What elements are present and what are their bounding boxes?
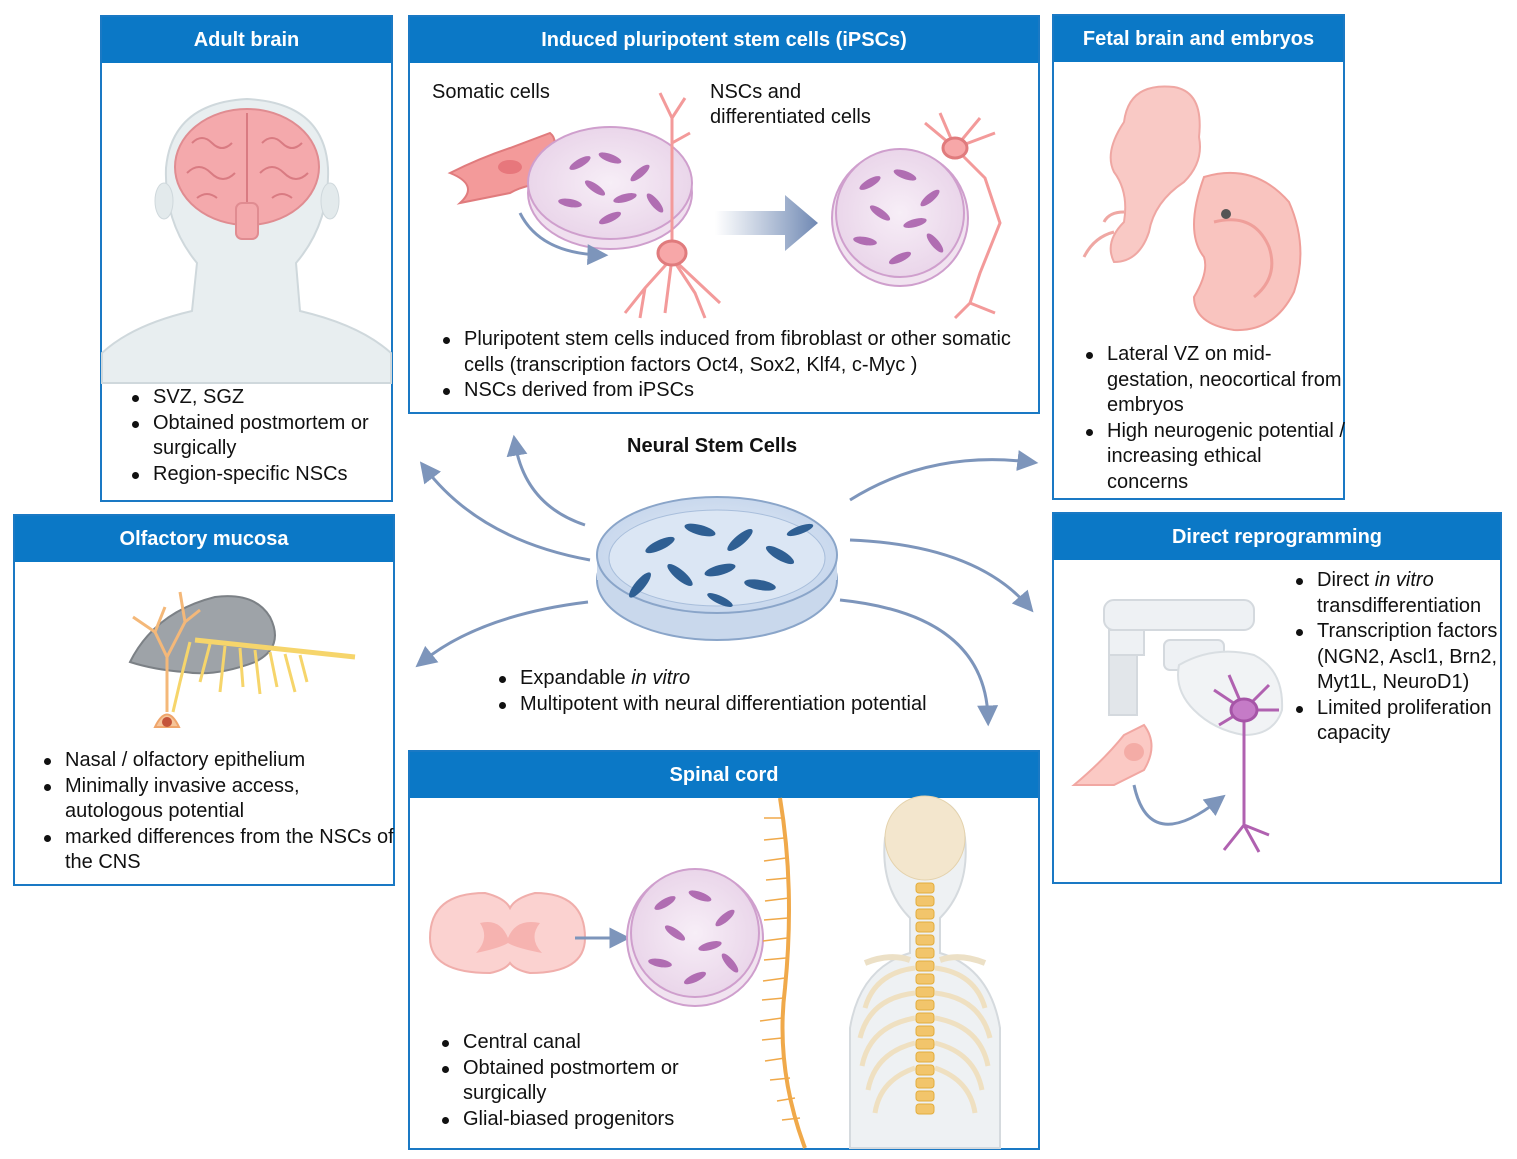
- label-somatic-cells: Somatic cells: [432, 81, 550, 103]
- petri-dish-icon: [527, 126, 693, 250]
- bullet: NSCs derived from iPSCs: [443, 378, 1054, 404]
- arrow-to-ipsc: [506, 434, 586, 527]
- pipette-icon: [1103, 599, 1255, 716]
- bullet: Expandable in vitro: [499, 666, 1040, 692]
- embryo-icon: [1082, 85, 1302, 332]
- panel-fetal-brain: Fetal brain and embryos Lateral VZ on mi…: [1052, 14, 1345, 500]
- direct-bullets: Direct in vitro transdifferentiation Tra…: [1289, 568, 1517, 747]
- arrow-to-spinal: [839, 598, 999, 727]
- arrow-to-adult: [419, 461, 591, 562]
- panel-title: Adult brain: [102, 17, 391, 63]
- panel-spinal-cord: Spinal cord: [408, 750, 1040, 1150]
- bullet: Pluripotent stem cells induced from fibr…: [443, 327, 1054, 378]
- bullet: Obtained postmortem or surgically: [132, 411, 403, 462]
- arrow-to-fetal: [849, 450, 1039, 502]
- bullet: Transcription factors (NGN2, Ascl1, Brn2…: [1296, 619, 1517, 696]
- bullet: Direct in vitro transdifferentiation: [1296, 568, 1517, 619]
- spinal-bullets: Central canal Obtained postmortem or sur…: [435, 1030, 743, 1132]
- label-nscs-differentiated: NSCs and differentiated cells: [710, 81, 871, 128]
- bullet: Lateral VZ on mid-gestation, neocortical…: [1086, 342, 1347, 419]
- panel-direct-reprogramming: Direct reprogramming Direct in vitro tra…: [1052, 512, 1502, 884]
- panel-adult-brain: Adult brain SVZ, SGZ Obtained postmortem…: [100, 15, 393, 502]
- spine-icon: [849, 795, 1001, 1149]
- bullet: marked differences from the NSCs of the …: [44, 825, 395, 876]
- reprogramming-illustration: [1071, 599, 1284, 853]
- panel-title: Direct reprogramming: [1054, 514, 1500, 560]
- bullet: High neurogenic potential / increasing e…: [1086, 419, 1347, 496]
- adult-bullets: SVZ, SGZ Obtained postmortem or surgical…: [125, 385, 403, 487]
- petri-dish-icon: [831, 148, 969, 287]
- arrow-to-direct: [849, 538, 1034, 613]
- olfactory-bulb-icon: [128, 591, 356, 728]
- brain-icon: [174, 108, 320, 240]
- big-arrow: [715, 195, 818, 251]
- panel-olfactory-mucosa: Olfactory mucosa Nasal / olfactory epith…: [13, 514, 395, 886]
- fetal-bullets: Lateral VZ on mid-gestation, neocortical…: [1079, 342, 1347, 495]
- bullet: SVZ, SGZ: [132, 385, 403, 411]
- bullet: Multipotent with neural differentiation …: [499, 692, 1040, 718]
- center-title: Neural Stem Cells: [627, 435, 798, 457]
- bullet: Minimally invasive access, autologous po…: [44, 774, 395, 825]
- bullet: Region-specific NSCs: [132, 462, 403, 488]
- panel-ipsc: Induced pluripotent stem cells (iPSCs) S…: [408, 15, 1040, 414]
- bullet: Nasal / olfactory epithelium: [44, 748, 395, 774]
- petri-dish-icon: [596, 496, 838, 641]
- bullet: Glial-biased progenitors: [442, 1107, 743, 1133]
- petri-dish-icon: [626, 868, 764, 1007]
- panel-title: Olfactory mucosa: [15, 516, 393, 562]
- panel-title: Fetal brain and embryos: [1054, 16, 1343, 62]
- head-icon: [101, 97, 392, 384]
- ipsc-illustration: [447, 92, 1002, 320]
- ipsc-bullets: Pluripotent stem cells induced from fibr…: [436, 327, 1054, 404]
- bullet: Obtained postmortem or surgically: [442, 1056, 743, 1107]
- center-bullets: Expandable in vitro Multipotent with neu…: [492, 666, 1040, 717]
- olfactory-bullets: Nasal / olfactory epithelium Minimally i…: [37, 748, 395, 876]
- fibroblast-icon: [1071, 723, 1153, 786]
- panel-title: Spinal cord: [410, 752, 1038, 798]
- spinal-illustration: [428, 795, 1001, 1149]
- neuron-icon: [924, 112, 1002, 320]
- bullet: Limited proliferation capacity: [1296, 696, 1517, 747]
- panel-title: Induced pluripotent stem cells (iPSCs): [410, 17, 1038, 63]
- neuron-icon: [623, 92, 722, 319]
- arrow-to-olfactory: [415, 600, 589, 668]
- bullet: Central canal: [442, 1030, 743, 1056]
- neuron-icon: [1213, 674, 1279, 853]
